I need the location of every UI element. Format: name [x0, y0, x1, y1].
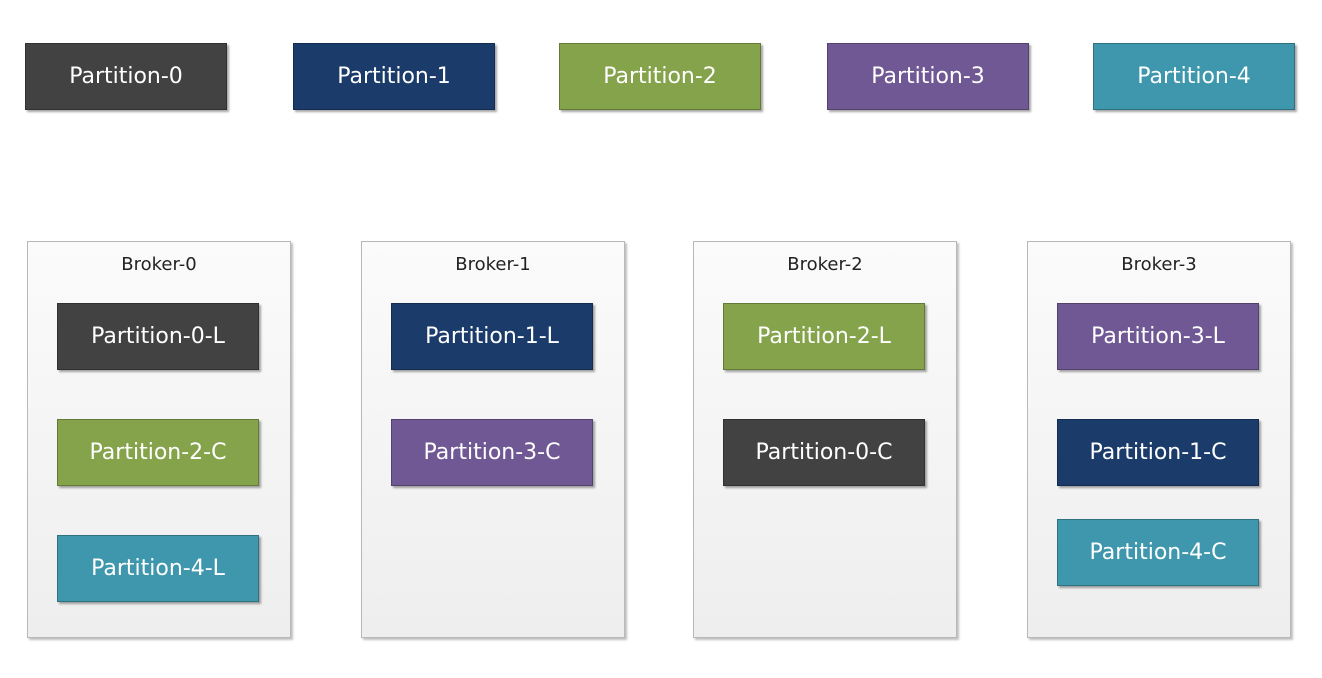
partition-0-box: Partition-0 [25, 43, 227, 110]
broker-2-replica-partition-2-leader: Partition-2-L [723, 303, 925, 370]
broker-1-container: Broker-1 Partition-1-L Partition-3-C [361, 241, 625, 638]
broker-1-replica-partition-1-leader: Partition-1-L [391, 303, 593, 370]
broker-0-container: Broker-0 Partition-0-L Partition-2-C Par… [27, 241, 291, 638]
partition-1-box: Partition-1 [293, 43, 495, 110]
broker-1-title: Broker-1 [455, 254, 531, 275]
broker-0-replica-partition-2-copy: Partition-2-C [57, 419, 259, 486]
broker-3-container: Broker-3 Partition-3-L Partition-1-C Par… [1027, 241, 1291, 638]
broker-2-container: Broker-2 Partition-2-L Partition-0-C [693, 241, 957, 638]
broker-3-title: Broker-3 [1121, 254, 1197, 275]
broker-0-replica-partition-4-leader: Partition-4-L [57, 535, 259, 602]
broker-3-replica-partition-4-copy: Partition-4-C [1057, 519, 1259, 586]
broker-0-title: Broker-0 [121, 254, 197, 275]
broker-3-replica-partition-3-leader: Partition-3-L [1057, 303, 1259, 370]
broker-3-replica-partition-1-copy: Partition-1-C [1057, 419, 1259, 486]
partition-2-box: Partition-2 [559, 43, 761, 110]
broker-2-title: Broker-2 [787, 254, 863, 275]
broker-1-replica-partition-3-copy: Partition-3-C [391, 419, 593, 486]
broker-2-replica-partition-0-copy: Partition-0-C [723, 419, 925, 486]
partition-4-box: Partition-4 [1093, 43, 1295, 110]
partition-3-box: Partition-3 [827, 43, 1029, 110]
broker-0-replica-partition-0-leader: Partition-0-L [57, 303, 259, 370]
